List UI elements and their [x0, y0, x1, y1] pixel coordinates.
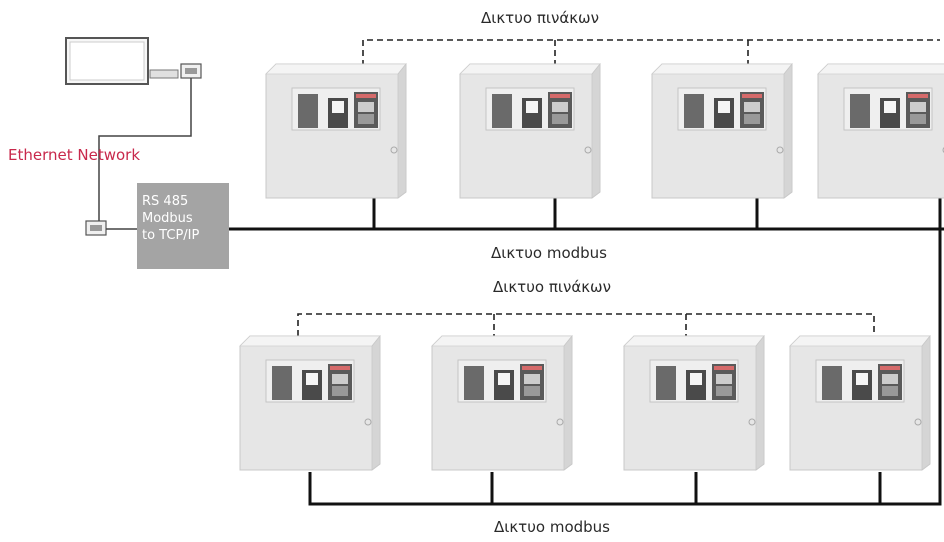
panel-cabinet: [265, 63, 407, 199]
panel-cabinet: [459, 63, 601, 199]
modbus-network-label-bottom: Δικτυο modbus: [494, 518, 610, 536]
ethernet-cable: [98, 78, 192, 230]
panel-cabinet: [651, 63, 793, 199]
gateway-line-3: to TCP/IP: [142, 228, 200, 243]
gateway-line-1: RS 485: [142, 194, 189, 209]
modbus-gateway: RS 485 Modbus to TCP/IP: [137, 183, 229, 269]
modbus-line-top: [229, 198, 944, 231]
panel-network-line-top: [362, 39, 940, 66]
ethernet-jack-top-icon: [180, 63, 202, 79]
panel-cabinet: [623, 335, 765, 471]
panel-network-label-top: Δικτυο πινάκων: [481, 9, 599, 27]
panel-cabinet: [239, 335, 381, 471]
modbus-network-label-top: Δικτυο modbus: [491, 244, 607, 262]
modbus-line-bottom: [308, 229, 942, 506]
panel-cabinet: [431, 335, 573, 471]
gateway-line-2: Modbus: [142, 211, 193, 226]
ethernet-network-label: Ethernet Network: [8, 146, 141, 164]
monitor-icon: [65, 37, 179, 85]
ethernet-jack-bottom-icon: [85, 220, 107, 236]
panel-network-line-bottom: [297, 313, 875, 336]
panel-cabinet: [817, 63, 944, 199]
panel-cabinet: [789, 335, 931, 471]
panel-network-label-bottom: Δικτυο πινάκων: [493, 278, 611, 296]
